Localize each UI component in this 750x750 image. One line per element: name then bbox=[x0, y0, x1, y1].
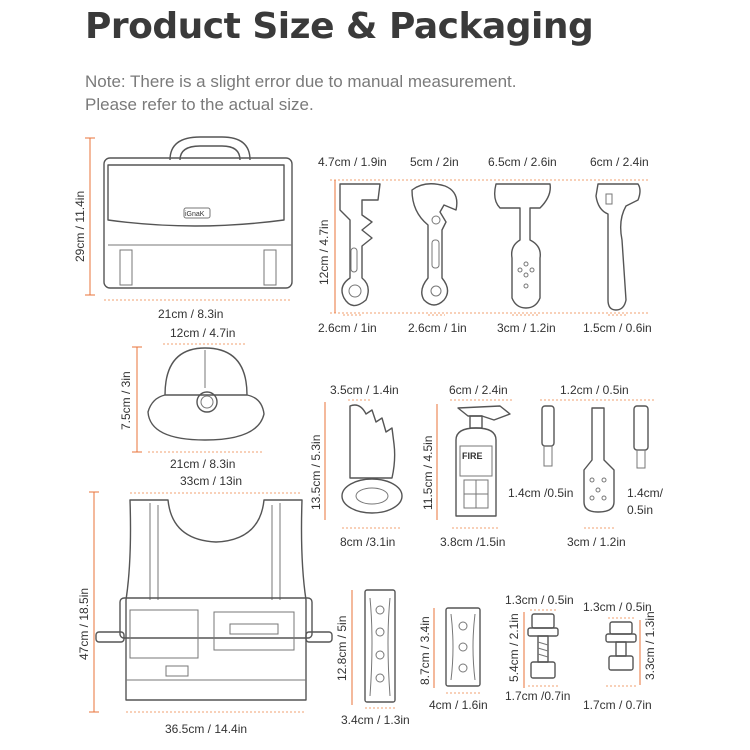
wood1-bottom-label: 3.4cm / 1.3in bbox=[341, 713, 410, 727]
vest-top-label: 33cm / 13in bbox=[180, 474, 242, 488]
vest-bottom-label: 36.5cm / 14.4in bbox=[165, 722, 247, 736]
bolt-icon bbox=[527, 613, 559, 679]
bolt2-height-label: 3.3cm / 1.3in bbox=[643, 611, 657, 680]
hat-top-label: 12cm / 4.7in bbox=[170, 326, 235, 340]
hat-width-label: 21cm / 8.3in bbox=[170, 457, 235, 471]
bits-top-label: 1.2cm / 0.5in bbox=[560, 383, 629, 397]
vest-height-label: 47cm / 18.5in bbox=[77, 588, 91, 660]
saw-bottom-label: 8cm /3.1in bbox=[340, 535, 395, 549]
wood-block-icon bbox=[445, 607, 481, 687]
bag-width-label: 21cm / 8.3in bbox=[158, 307, 223, 321]
wrench2-bottom-label: 2.6cm / 1in bbox=[408, 321, 467, 335]
bit-right-label-1: 1.4cm/ bbox=[627, 486, 664, 500]
screwdriver-bottom-label: 3cm / 1.2in bbox=[567, 535, 626, 549]
page-title: Product Size & Packaging bbox=[85, 6, 594, 47]
wrench2-top-label: 5cm / 2in bbox=[410, 155, 459, 169]
wood2-bottom-label: 4cm / 1.6in bbox=[429, 698, 488, 712]
axe-top-label: 6cm / 2.4in bbox=[590, 155, 649, 169]
bolt-icon bbox=[605, 621, 637, 671]
bag-logo: iGnaK bbox=[185, 211, 205, 218]
screwdriver-icon bbox=[541, 405, 649, 513]
hammer-icon bbox=[493, 183, 551, 309]
wrench1-top-label: 4.7cm / 1.9in bbox=[318, 155, 387, 169]
hat-height-label: 7.5cm / 3in bbox=[119, 371, 133, 430]
note-line-2: Please refer to the actual size. bbox=[85, 95, 314, 114]
ext-bottom-label: 3.8cm /1.5in bbox=[440, 535, 505, 549]
bolt1-top-label: 1.3cm / 0.5in bbox=[505, 593, 574, 607]
bolt1-bottom-label: 1.7cm /0.7in bbox=[505, 689, 570, 703]
wood1-height-label: 12.8cm / 5in bbox=[335, 616, 349, 681]
saw-height-label: 13.5cm / 5.3in bbox=[309, 435, 323, 510]
note-line-1: Note: There is a slight error due to man… bbox=[85, 72, 517, 91]
fire-extinguisher-icon: FIRE bbox=[455, 405, 511, 517]
ext-fire-text: FIRE bbox=[462, 451, 483, 461]
bag-height-label: 29cm / 11.4in bbox=[73, 191, 87, 262]
bit-left-label: 1.4cm /0.5in bbox=[508, 486, 573, 500]
hammer-bottom-label: 3cm / 1.2in bbox=[497, 321, 556, 335]
axe-bottom-label: 1.5cm / 0.6in bbox=[583, 321, 652, 335]
tools-height-label: 12cm / 4.7in bbox=[317, 220, 331, 285]
wood-block-icon bbox=[364, 589, 396, 703]
hammer-top-label: 6.5cm / 2.6in bbox=[488, 155, 557, 169]
vest-icon bbox=[95, 499, 333, 701]
axe-icon bbox=[595, 183, 641, 311]
wrench-icon bbox=[339, 183, 381, 307]
saw-icon bbox=[341, 404, 403, 514]
wrench1-bottom-label: 2.6cm / 1in bbox=[318, 321, 377, 335]
bolt1-height-label: 5.4cm / 2.1in bbox=[507, 613, 521, 682]
ext-height-label: 11.5cm / 4.5in bbox=[421, 436, 435, 510]
bolt2-bottom-label: 1.7cm / 0.7in bbox=[583, 698, 652, 712]
bit-right-label-2: 0.5in bbox=[627, 503, 653, 517]
bolt2-top-label: 1.3cm / 0.5in bbox=[583, 600, 652, 614]
hard-hat-icon bbox=[147, 347, 265, 441]
saw-top-label: 3.5cm / 1.4in bbox=[330, 383, 399, 397]
adjustable-wrench-icon bbox=[411, 183, 458, 306]
wood2-height-label: 8.7cm / 3.4in bbox=[418, 616, 432, 685]
tool-bag-icon: iGnaK bbox=[103, 136, 293, 289]
ext-top-label: 6cm / 2.4in bbox=[449, 383, 508, 397]
